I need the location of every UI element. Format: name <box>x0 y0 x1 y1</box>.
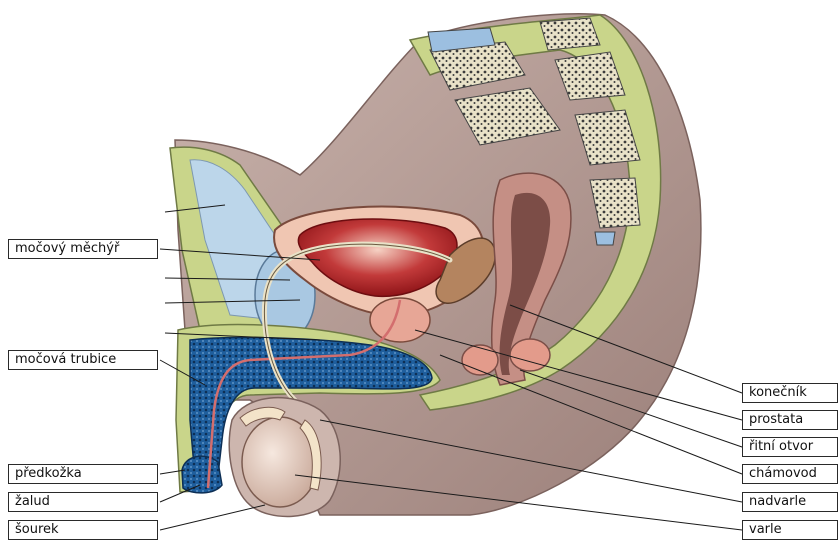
label-zalud: žalud <box>8 492 158 512</box>
label-predkozka: předkožka <box>8 464 158 484</box>
anal-sphincter-2 <box>510 339 550 371</box>
label-nadvarle: nadvarle <box>742 492 838 512</box>
label-chamovod: chámovod <box>742 464 838 484</box>
leader-sourek <box>160 505 265 530</box>
label-sourek: šourek <box>8 520 158 540</box>
label-prostata: prostata <box>742 410 838 430</box>
label-mocova-trubice: močová trubice <box>8 350 158 370</box>
label-ritni-otvor: řitní otvor <box>742 437 838 457</box>
label-konecnik: konečník <box>742 383 838 403</box>
glans <box>182 456 222 493</box>
label-varle: varle <box>742 520 838 540</box>
label-mocovy-mechyr: močový měchýř <box>8 239 158 259</box>
